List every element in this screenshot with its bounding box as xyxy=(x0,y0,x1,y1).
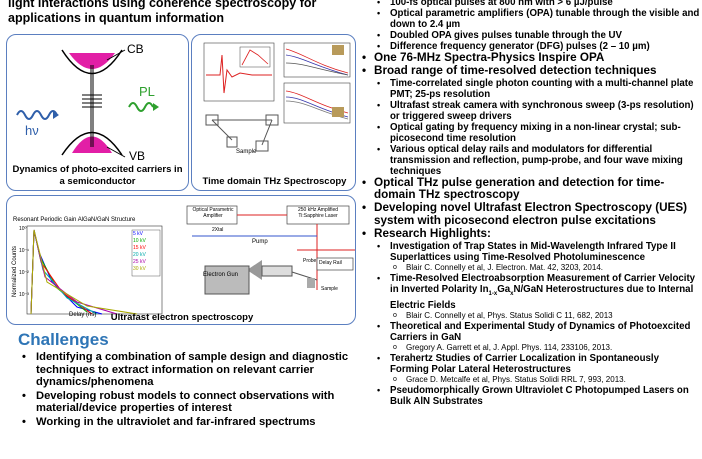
challenges-list: Identifying a combination of sample desi… xyxy=(20,351,355,430)
ues-legend: 5 kV 10 kV 15 kV 20 kV 25 kV 30 kV xyxy=(133,231,146,273)
subscript: 1-x xyxy=(488,290,498,297)
highlight-title: Terahertz Studies of Carrier Localizatio… xyxy=(360,353,700,375)
legend-20kv: 20 kV xyxy=(133,252,146,258)
ues-caption: Ultrafast electron spectroscopy xyxy=(110,312,254,323)
pl-label: PL xyxy=(139,84,155,99)
highlight-title: Pseudomorphically Grown Ultraviolet C Ph… xyxy=(360,385,700,407)
highlight-citation: Blair C. Connelly et al, J. Electron. Ma… xyxy=(360,263,700,273)
ues-ytick-1: 10⁻¹ xyxy=(19,248,29,254)
ues-decay-plot xyxy=(26,225,163,315)
thz-plots xyxy=(203,42,351,152)
legend-25kv: 25 kV xyxy=(133,259,146,265)
vb-label: VB xyxy=(129,149,146,163)
thz-panel: Sample Time domain THz Spectroscopy xyxy=(191,34,356,191)
legend-5kv: 5 kV xyxy=(133,231,144,237)
ues-plot-title: Resonant Periodic Gain AlGaN/GaN Structu… xyxy=(13,217,136,223)
detection-bullet: Broad range of time-resolved detection t… xyxy=(360,64,700,78)
hv-label: hν xyxy=(25,123,39,138)
ues-ytick-2: 10⁻² xyxy=(19,270,29,276)
delay-rail-label: Delay Rail xyxy=(319,260,342,266)
challenges-title: Challenges xyxy=(18,330,109,349)
opa-box-label: Optical Parametric Amplifier xyxy=(192,207,234,219)
carrier-caption: Dynamics of photo-excited carriers in a … xyxy=(12,164,183,187)
capabilities-column: 100-fs optical pulses at 800 nm with > 6… xyxy=(360,0,700,407)
highlight-title: Theoretical and Experimental Study of Dy… xyxy=(360,321,700,343)
electron-gun-label: Electron Gun xyxy=(203,272,239,278)
challenge-item: Working in the ultraviolet and far-infra… xyxy=(20,416,355,429)
highlight-title-part: Ga xyxy=(497,283,511,295)
challenge-item: Identifying a combination of sample desi… xyxy=(20,351,355,389)
ues-bullet: Developing novel Ultrafast Electron Spec… xyxy=(360,201,700,228)
sample-label: Sample xyxy=(321,286,338,292)
ues-ytick-0: 10⁰ xyxy=(19,226,27,232)
ues-ylabel: Normalized Counts xyxy=(12,245,18,297)
thz-bullet: Optical THz pulse generation and detecti… xyxy=(360,176,700,203)
laser-spec: 100-fs optical pulses at 800 nm with > 6… xyxy=(360,0,700,8)
highlight-title-part: Time-Resolved Electroabsorption Measurem… xyxy=(390,272,696,295)
subscript: x xyxy=(510,290,514,297)
highlight-citation: Blair C. Connelly et al, Phys. Status So… xyxy=(360,311,700,321)
ues-panel: Resonant Periodic Gain AlGaN/GaN Structu… xyxy=(6,195,356,325)
laser-spec: Difference frequency generator (DFG) pul… xyxy=(360,41,700,52)
detection-item: Optical gating by frequency mixing in a … xyxy=(360,122,700,144)
band-diagram xyxy=(16,49,159,158)
highlights-bullet: Research Highlights: xyxy=(360,227,700,241)
highlight-citation: Gregory A. Garrett et al, J. Appl. Phys.… xyxy=(360,343,700,353)
carrier-dynamics-panel: CB VB PL hν Dynamics of photo-excited ca… xyxy=(6,34,189,191)
detection-item: Time-correlated single photon counting w… xyxy=(360,78,700,100)
detection-item: Ultrafast streak camera with synchronous… xyxy=(360,100,700,122)
intro-text: light interactions using coherence spect… xyxy=(8,0,317,25)
ues-setup-diagram xyxy=(186,205,355,295)
laser-spec: Optical parametric amplifiers (OPA) tuna… xyxy=(360,8,700,30)
highlight-title-part: N/GaN Heterostructures due to Internal E… xyxy=(390,283,694,311)
highlight-title: Time-Resolved Electroabsorption Measurem… xyxy=(360,273,700,311)
thz-sample-label: Sample xyxy=(236,149,257,155)
probe-label: Probe xyxy=(303,258,317,264)
thz-caption: Time domain THz Spectroscopy xyxy=(202,176,347,187)
challenge-item: Developing robust models to connect obse… xyxy=(20,390,355,415)
cb-label: CB xyxy=(127,42,144,56)
highlight-citation: Grace D. Metcalfe et al, Phys. Status So… xyxy=(360,375,700,385)
highlight-title: Investigation of Trap States in Mid-Wave… xyxy=(360,241,700,263)
laser-box-label: 250 kHz Amplified Ti:Sapphire Laser xyxy=(297,207,339,219)
pump-label: Pump xyxy=(252,239,268,245)
legend-10kv: 10 kV xyxy=(133,238,146,244)
ues-ytick-3: 10⁻³ xyxy=(19,292,29,298)
ues-xlabel: Delay (ns) xyxy=(69,312,97,318)
xtal-label: 2Xtal xyxy=(212,227,224,233)
detection-item: Various optical delay rails and modulato… xyxy=(360,144,700,177)
laser-spec: Doubled OPA gives pulses tunable through… xyxy=(360,30,700,41)
opa-bullet: One 76-MHz Spectra-Physics Inspire OPA xyxy=(360,51,700,65)
legend-15kv: 15 kV xyxy=(133,245,146,251)
legend-30kv: 30 kV xyxy=(133,266,146,272)
